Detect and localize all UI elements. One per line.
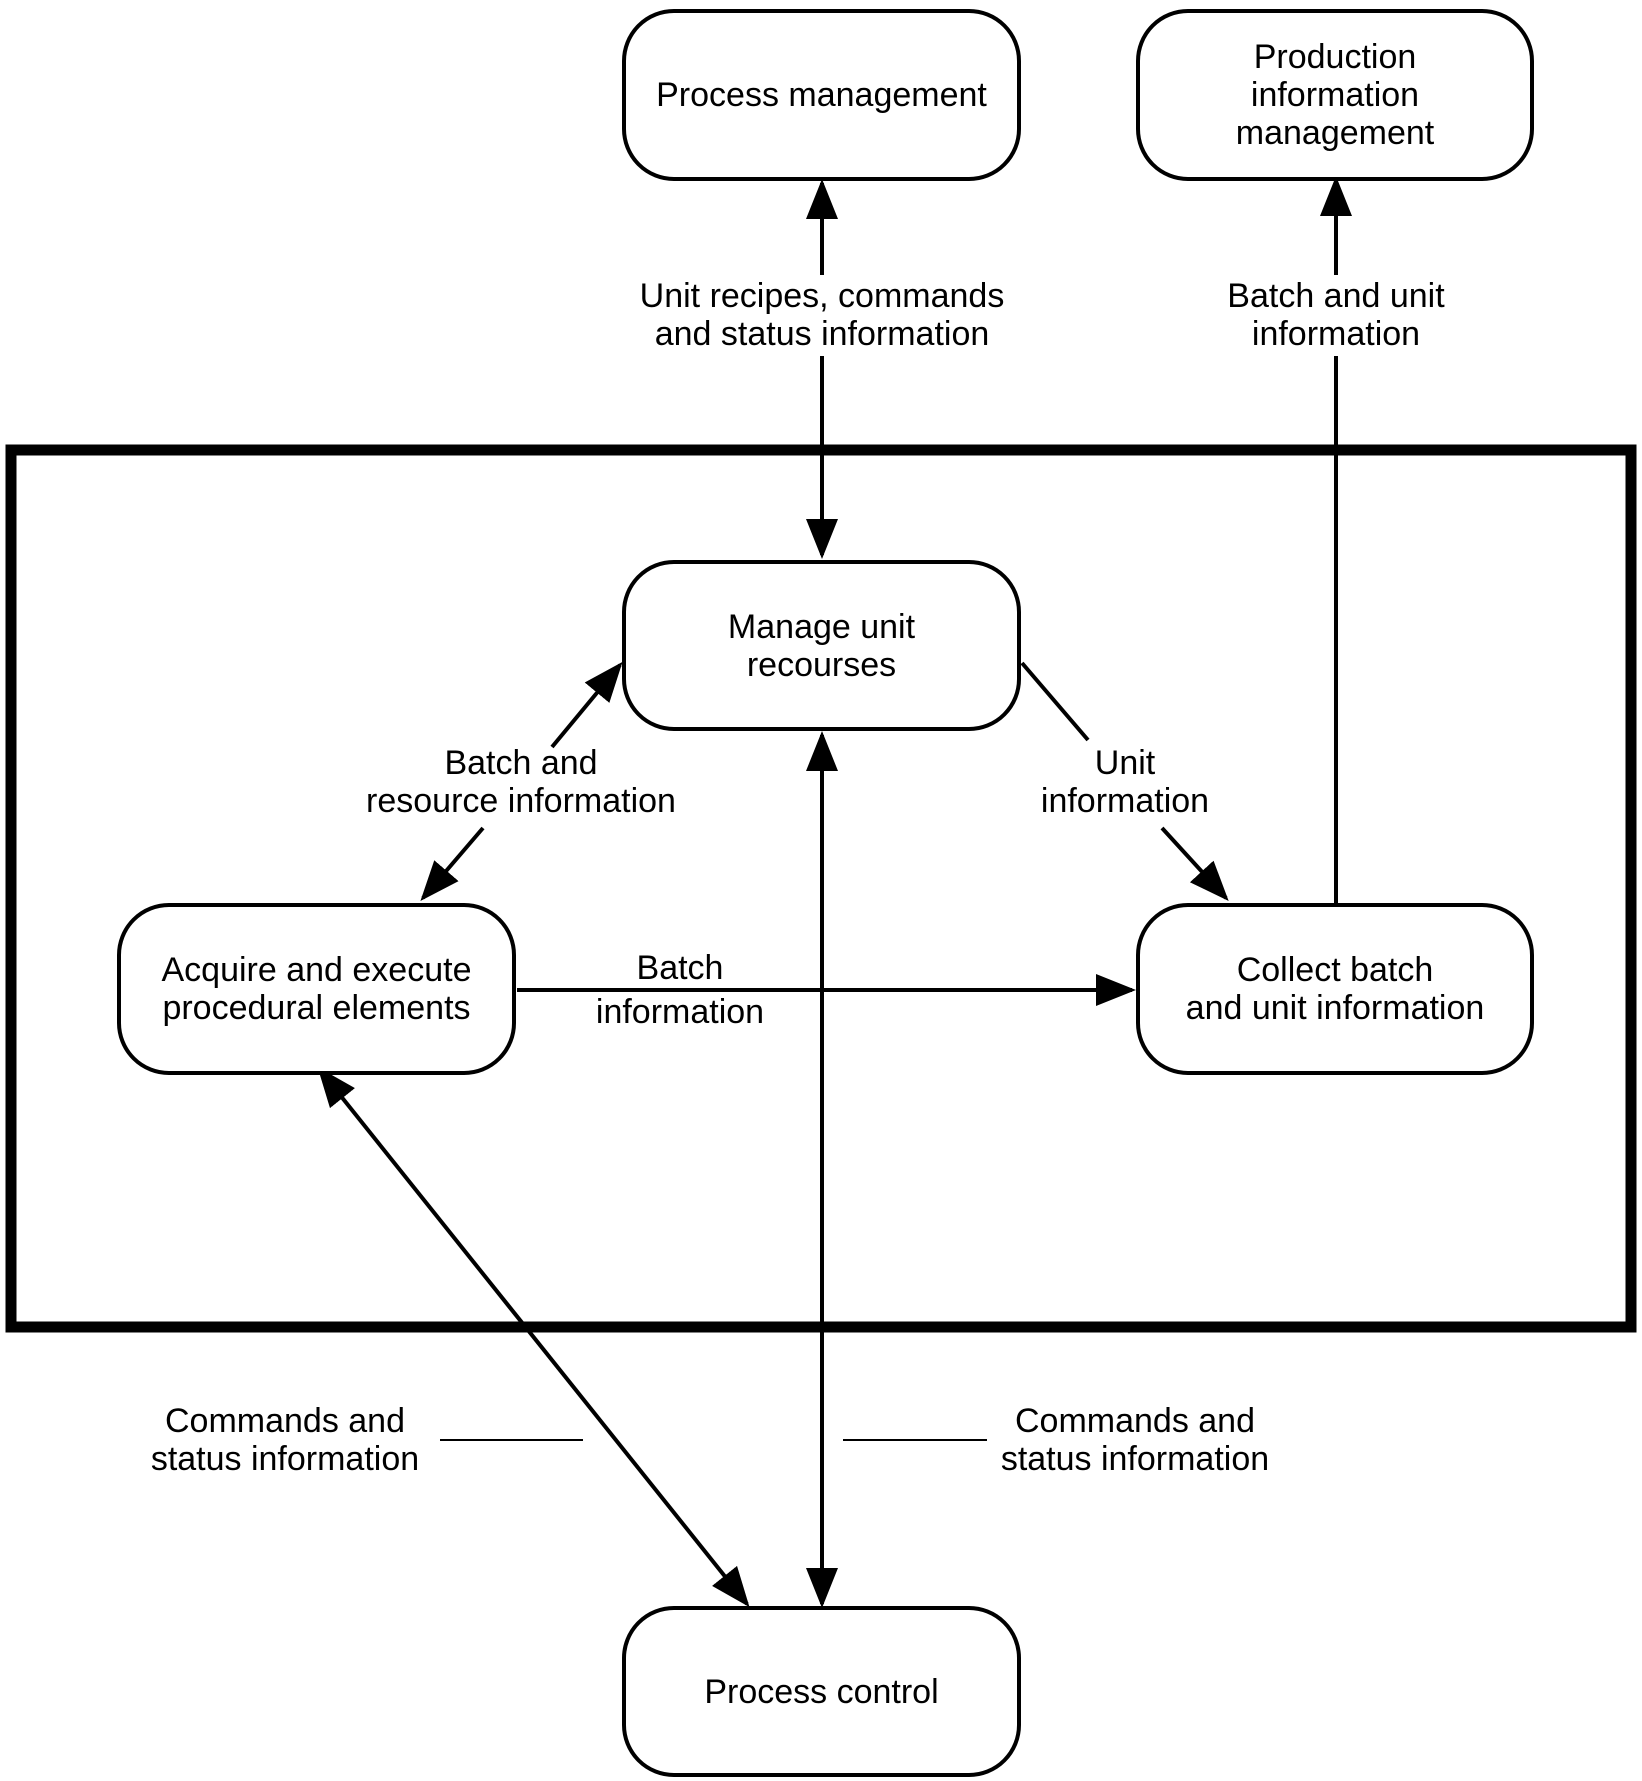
- manage-unit-resources-node: Manage unit recourses: [622, 560, 1021, 731]
- collect-batch-unit-node: Collect batch and unit information: [1136, 903, 1534, 1075]
- edge-commands-status-left: [317, 1066, 750, 1608]
- label-batch-resource-info: Batch and resource information: [366, 744, 676, 820]
- production-information-management-node: Production information management: [1136, 9, 1534, 181]
- label-unit-recipes: Unit recipes, commands and status inform…: [639, 277, 1005, 353]
- process-management-node: Process management: [622, 9, 1021, 181]
- label-batch-information: Batch information: [595, 949, 765, 1031]
- edge-unit-info-upper: [1020, 661, 1090, 742]
- acquire-execute-node: Acquire and execute procedural elements: [117, 903, 516, 1075]
- label-commands-status-right: Commands and status information: [1000, 1402, 1270, 1478]
- label-commands-status-left: Commands and status information: [150, 1402, 420, 1478]
- edge-batch-resource-upper: [550, 661, 623, 749]
- edge-batch-resource-lower: [420, 826, 485, 902]
- label-unit-information: Unit information: [1040, 744, 1210, 820]
- edge-unit-info-lower: [1160, 826, 1229, 901]
- label-batch-unit-info-top: Batch and unit information: [1227, 277, 1445, 353]
- process-control-node: Process control: [622, 1606, 1021, 1777]
